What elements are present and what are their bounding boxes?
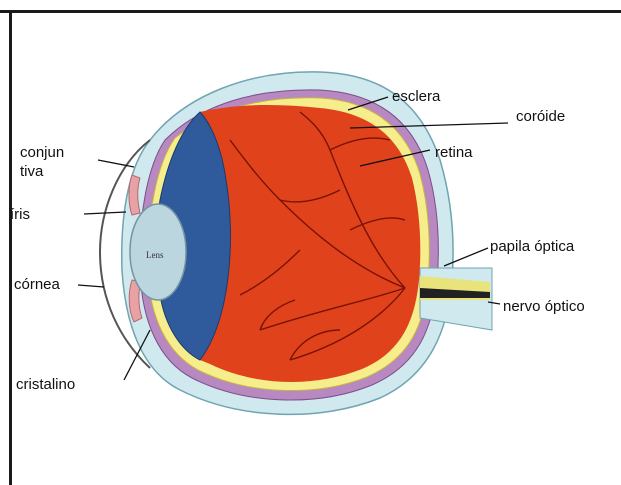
label-retina: retina [435,144,473,161]
label-conjuntiva-line1: conjun [20,144,64,161]
label-iris: íris [10,206,30,223]
label-nervo-optico: nervo óptico [503,298,585,315]
label-cornea: córnea [14,276,60,293]
lens-label: Lens [146,250,164,260]
retina-interior [200,105,420,382]
label-papila-optica: papila óptica [490,238,574,255]
label-cristalino: cristalino [16,376,75,393]
label-coroide: coróide [516,108,565,125]
label-conjuntiva-line2: tiva [20,163,43,180]
label-esclera: esclera [392,88,440,105]
